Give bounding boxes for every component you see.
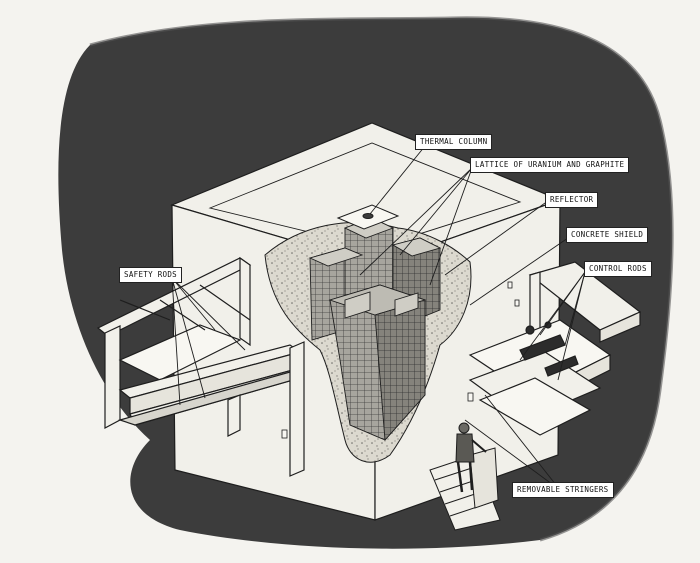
staircase [429, 447, 501, 531]
left-gantry [96, 256, 305, 477]
label-reflector: REFLECTOR [545, 192, 599, 208]
right-gantry [468, 261, 642, 436]
label-concrete-shield: CONCRETE SHIELD [566, 227, 649, 243]
label-removable-stringers: REMOVABLE STRINGERS [512, 482, 614, 498]
label-safety-rods: SAFETY RODS [119, 267, 182, 283]
leader-lines [171, 145, 586, 491]
thermal-column-cap [336, 204, 400, 230]
label-lattice: LATTICE OF URANIUM AND GRAPHITE [470, 157, 630, 173]
label-thermal-column: THERMAL COLUMN [415, 134, 493, 150]
graphite-lattice [308, 217, 442, 442]
label-control-rods: CONTROL RODS [584, 261, 652, 277]
technician-figure [455, 422, 487, 493]
